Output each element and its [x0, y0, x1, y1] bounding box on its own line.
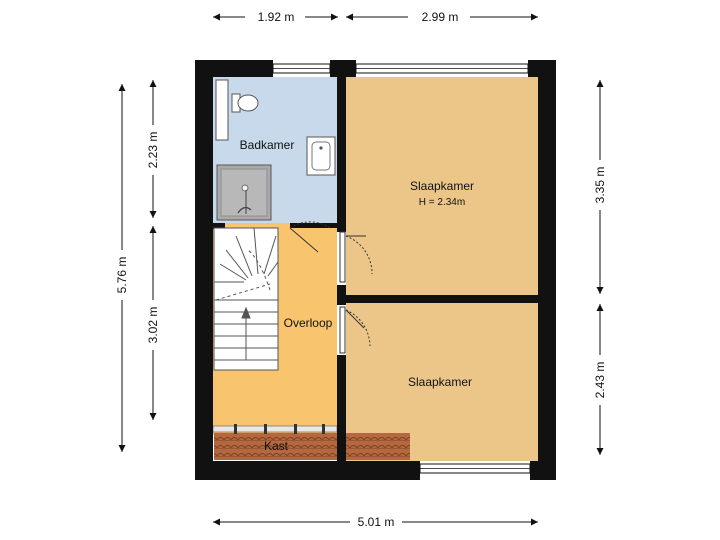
room-label-bedroom-small: Slaapkamer	[408, 375, 472, 389]
dim-bottom: 5.01 m	[358, 515, 395, 529]
doors	[289, 221, 373, 354]
dim-right-lower: 2.43 m	[593, 362, 607, 399]
dim-top-left: 1.92 m	[258, 10, 295, 24]
dim-left-lower: 3.02 m	[146, 307, 160, 344]
room-label-landing: Overloop	[284, 316, 333, 330]
dim-left-overall: 5.76 m	[115, 257, 129, 294]
dim-left-upper: 2.23 m	[146, 132, 160, 169]
room-label-bathroom: Badkamer	[240, 138, 295, 152]
closet-posts	[234, 424, 325, 434]
windows	[272, 63, 531, 474]
dim-right-upper: 3.35 m	[593, 167, 607, 204]
closet-roof-tiles	[214, 433, 410, 460]
walls	[195, 60, 556, 480]
bathroom-fixtures	[215, 79, 336, 221]
room-height-label: H = 2.34m	[419, 197, 465, 208]
dim-top-right: 2.99 m	[422, 10, 459, 24]
bedroom-large-floor	[346, 77, 538, 295]
room-label-bedroom-large: Slaapkamer	[410, 179, 474, 193]
staircase	[213, 227, 279, 371]
closet-ceiling-bar	[212, 425, 338, 433]
room-label-closet: Kast	[264, 439, 289, 453]
dimension-lines	[118, 13, 604, 526]
